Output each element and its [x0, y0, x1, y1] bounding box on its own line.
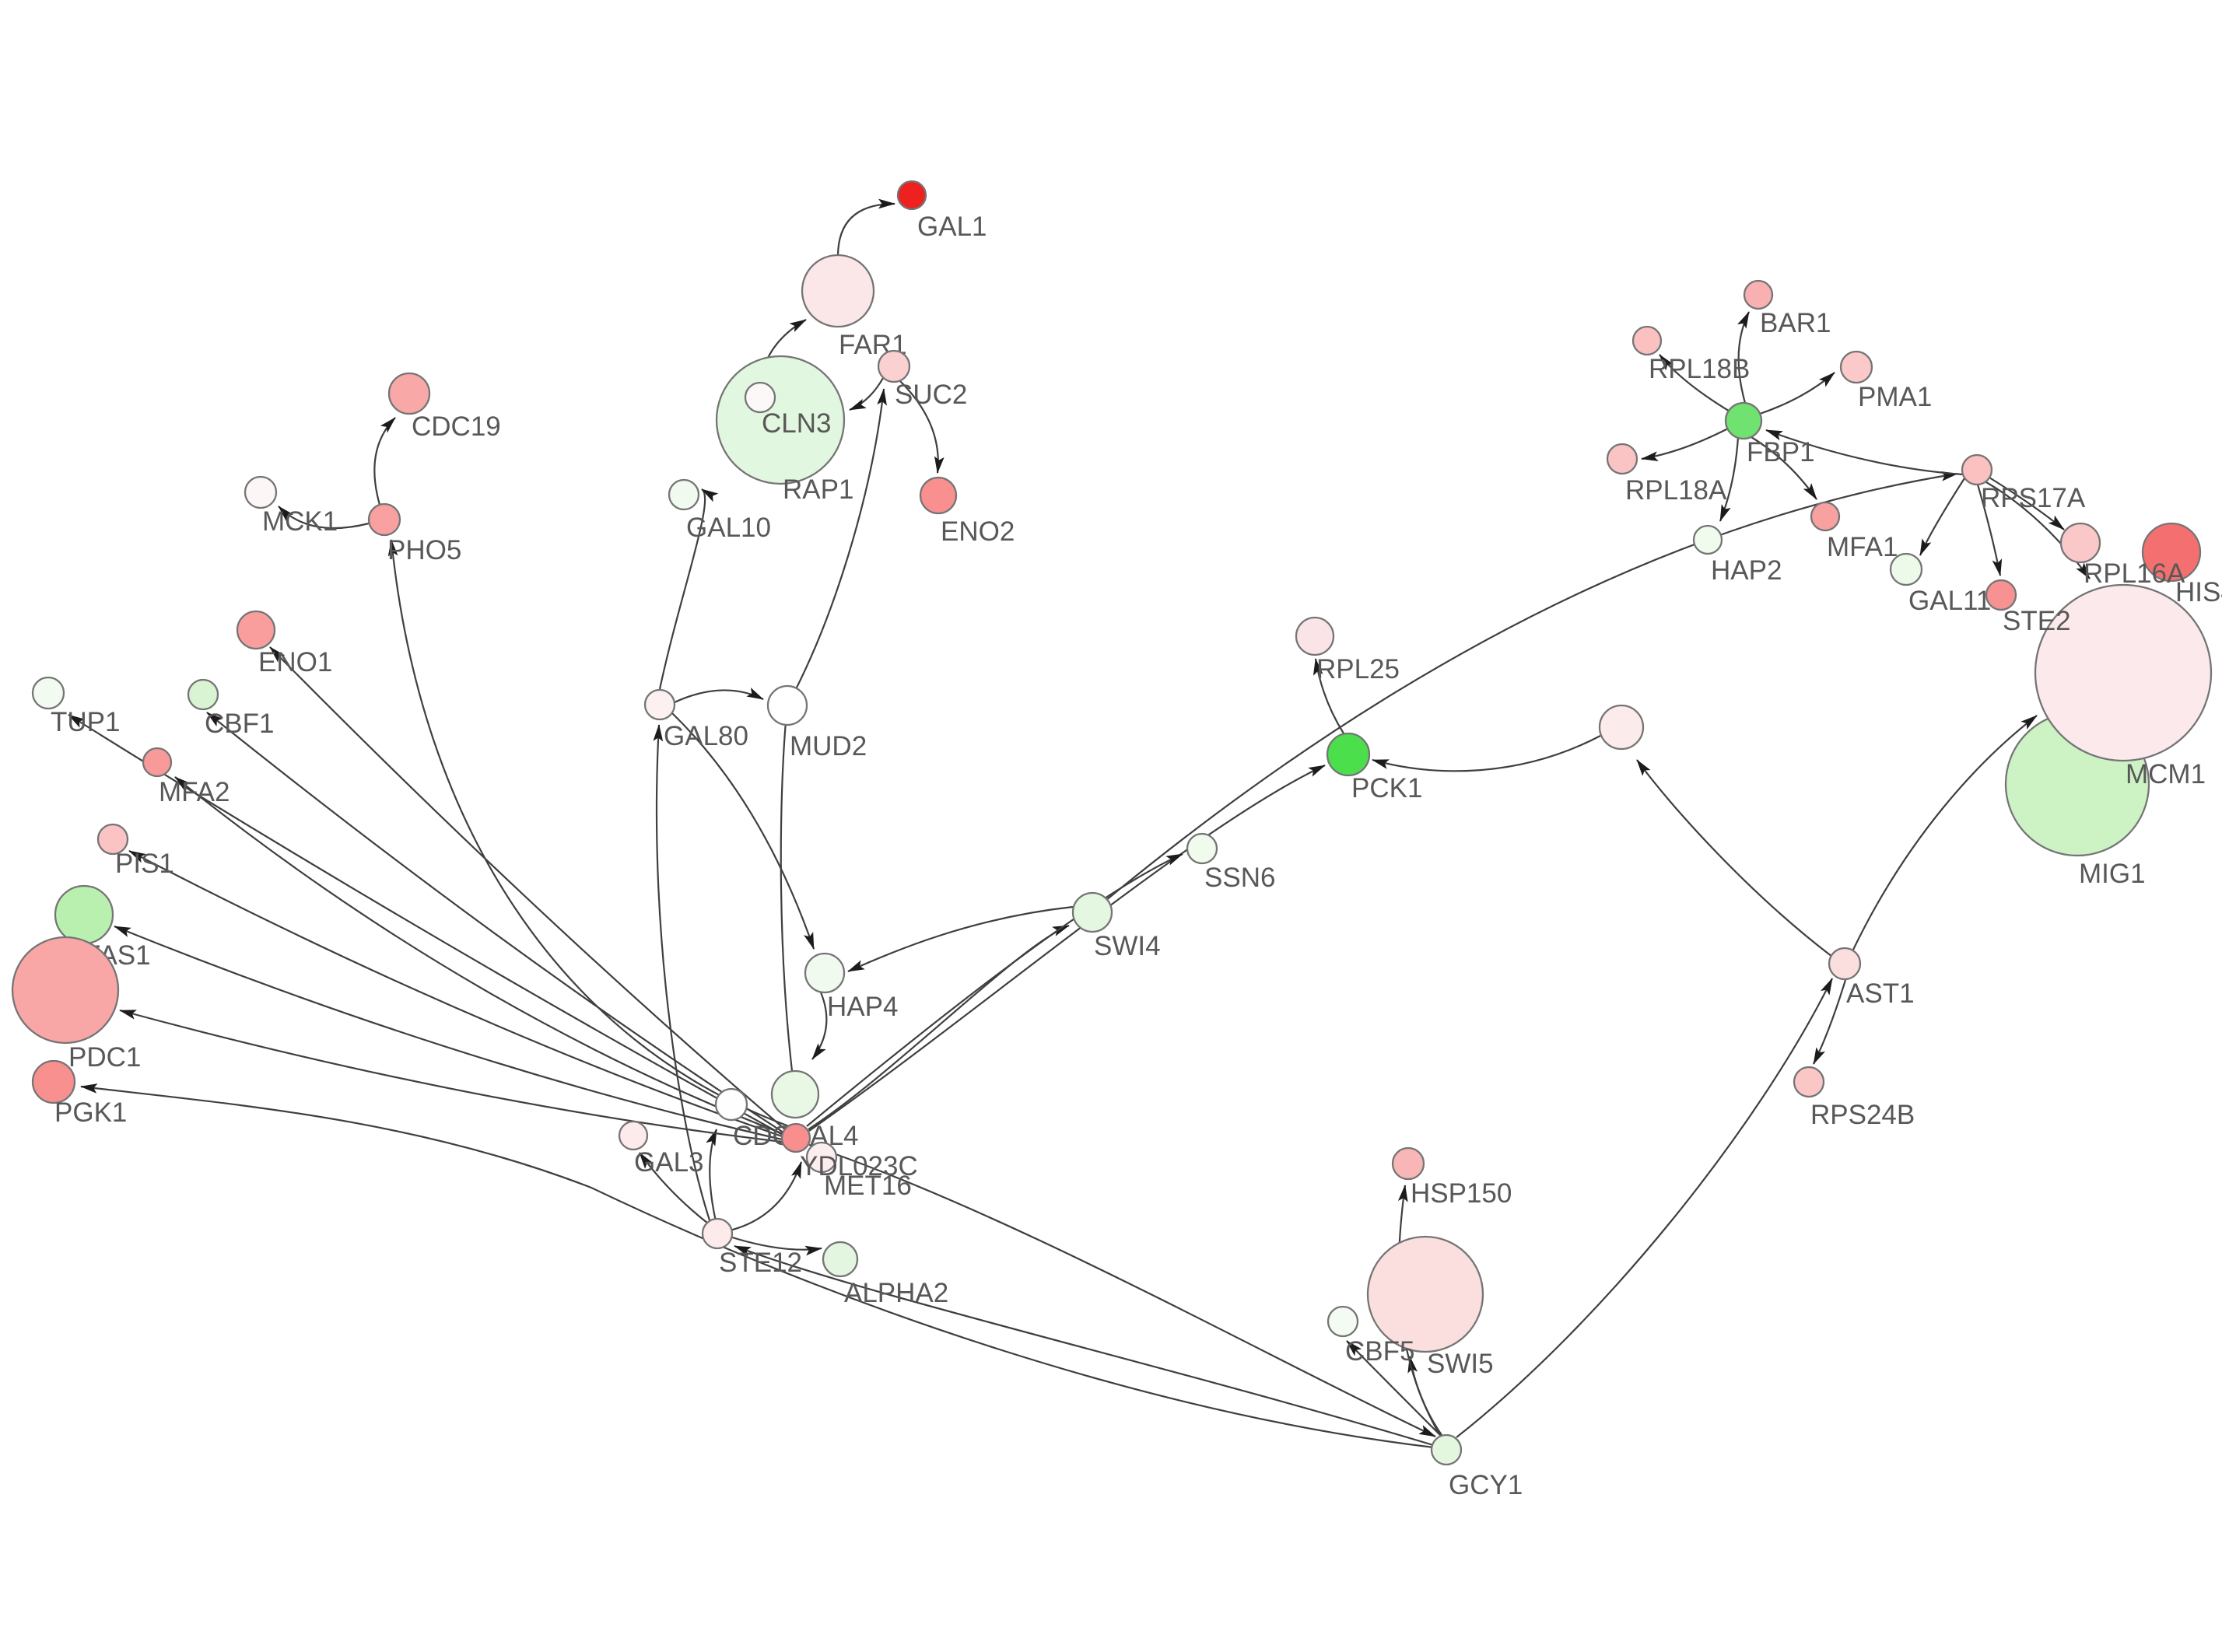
svg-text:PHO5: PHO5	[387, 535, 461, 565]
svg-text:SWI5: SWI5	[1427, 1349, 1494, 1379]
svg-text:GCY1: GCY1	[1449, 1470, 1523, 1500]
svg-text:HSP150: HSP150	[1411, 1178, 1512, 1209]
svg-text:CBF5: CBF5	[1345, 1336, 1414, 1367]
svg-text:PGK1: PGK1	[54, 1097, 127, 1128]
svg-text:CBF1: CBF1	[205, 709, 274, 739]
svg-text:AST1: AST1	[1846, 978, 1915, 1009]
svg-text:MFA2: MFA2	[159, 777, 230, 807]
svg-text:PCK1: PCK1	[1351, 773, 1422, 803]
svg-text:RPL18B: RPL18B	[1649, 354, 1750, 384]
svg-text:RPL16A: RPL16A	[2084, 558, 2185, 589]
svg-text:TUP1: TUP1	[51, 707, 120, 737]
svg-text:GAL10: GAL10	[686, 513, 771, 543]
svg-text:SWI4: SWI4	[1094, 931, 1161, 961]
svg-text:STE12: STE12	[719, 1248, 802, 1278]
svg-text:GAL11: GAL11	[1908, 586, 1991, 616]
svg-text:HIS4: HIS4	[2175, 577, 2222, 607]
svg-text:BAR1: BAR1	[1760, 308, 1831, 338]
svg-text:RPL18A: RPL18A	[1625, 475, 1727, 506]
svg-text:HAP2: HAP2	[1711, 555, 1782, 586]
svg-text:PMA1: PMA1	[1858, 382, 1932, 412]
svg-text:STE2: STE2	[2003, 606, 2071, 636]
svg-text:CDC19: CDC19	[412, 411, 501, 442]
svg-text:YDL023C: YDL023C	[800, 1151, 918, 1181]
svg-text:ALPHA2: ALPHA2	[844, 1278, 948, 1308]
svg-text:SUC2: SUC2	[895, 380, 967, 410]
svg-text:MIG1: MIG1	[2079, 859, 2146, 889]
svg-text:SSN6: SSN6	[1204, 863, 1275, 893]
svg-text:PDC1: PDC1	[68, 1042, 141, 1073]
svg-text:ENO1: ENO1	[258, 647, 332, 677]
svg-text:PIS1: PIS1	[115, 849, 174, 879]
svg-text:MFA1: MFA1	[1827, 532, 1898, 562]
svg-text:CLN3: CLN3	[762, 408, 831, 439]
svg-text:GAL80: GAL80	[664, 721, 748, 751]
svg-text:MCM1: MCM1	[2126, 759, 2206, 789]
svg-text:GAL3: GAL3	[634, 1147, 704, 1178]
svg-text:RPS17A: RPS17A	[1981, 483, 2086, 513]
svg-text:MET16: MET16	[824, 1171, 912, 1201]
svg-text:RAP1: RAP1	[783, 474, 853, 505]
svg-text:MUD2: MUD2	[790, 731, 867, 761]
svg-text:RPS24B: RPS24B	[1810, 1100, 1915, 1130]
svg-text:ENO2: ENO2	[941, 516, 1015, 547]
svg-text:MCK1: MCK1	[262, 506, 338, 537]
svg-text:FBP1: FBP1	[1747, 437, 1815, 467]
svg-text:RPL25: RPL25	[1316, 654, 1400, 684]
svg-text:HAP4: HAP4	[827, 992, 898, 1022]
svg-text:GAL1: GAL1	[917, 212, 987, 242]
